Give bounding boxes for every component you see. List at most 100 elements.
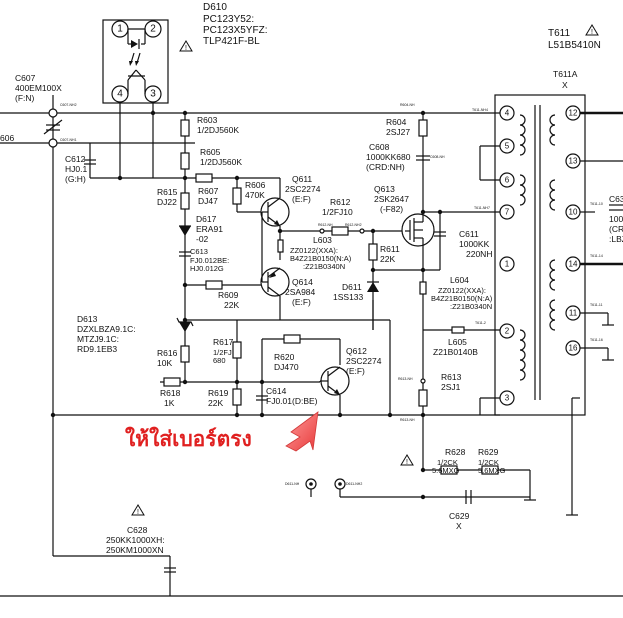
r607-val: DJ47: [198, 196, 218, 206]
test-point: [359, 228, 365, 234]
c628-sub: 250KM1000XN: [106, 545, 164, 555]
d617-ref: D617: [196, 214, 217, 224]
svg-text:D611-NH: D611-NH: [285, 482, 300, 486]
svg-text:T611-10: T611-10: [590, 202, 603, 206]
d613-sub2: RD9.1EB3: [77, 344, 117, 354]
c607-ref: C607: [15, 73, 36, 83]
c63x-sub2: :LBZ: [609, 234, 623, 244]
q613-ref: Q613: [374, 184, 395, 194]
c628-val: 250KK1000XH:: [106, 535, 165, 545]
d610-part-2: PC123X5YFZ:: [203, 25, 267, 36]
c63x-ref: C63: [609, 194, 623, 204]
t611-pin-label: 11: [569, 309, 578, 318]
r617-sub: 680: [213, 356, 226, 365]
warning-triangle-icon: !: [400, 454, 414, 466]
t611-pin-label: 14: [569, 260, 578, 269]
svg-text:C607-NH1: C607-NH1: [60, 138, 77, 142]
optocoupler-d610: 1 2 3 4: [102, 19, 169, 104]
c611-val: 1000KK: [459, 239, 490, 249]
q613-val: 2SK2647: [374, 194, 409, 204]
r629-ref: R629: [478, 447, 499, 457]
c608-sub: (CRD:NH): [366, 162, 405, 172]
c63x-sub: (CR: [609, 224, 623, 234]
q611-val: 2SC2274: [285, 184, 321, 194]
opto-pin-label-1: 1: [117, 24, 123, 35]
warning-triangle-icon: !: [585, 24, 599, 36]
r612-ref: R612: [330, 197, 351, 207]
t611a-label: T611A: [553, 69, 578, 79]
r606-val: 470K: [245, 190, 265, 200]
c613-sub: HJ0.012G: [190, 264, 224, 273]
d611-val: 1SS133: [333, 292, 364, 302]
svg-text:!: !: [137, 509, 139, 516]
r606-body: [232, 187, 242, 205]
l603-body: [277, 239, 284, 253]
t611-pin-label: 16: [569, 344, 578, 353]
opto-pin-label-4: 4: [117, 89, 123, 100]
r629-sub: 5.6MXG: [478, 466, 506, 475]
led-triangle-icon: [131, 40, 138, 48]
c613-ref: C613: [190, 247, 208, 256]
warning-triangle-icon: !: [131, 504, 145, 516]
q613-mosfet: [401, 213, 435, 247]
r617-val: 1/2FJ: [213, 348, 232, 357]
test-point: [319, 228, 325, 234]
r617-body: [232, 341, 242, 359]
c612-ref: C612: [65, 154, 86, 164]
r629-body: [481, 465, 499, 475]
q612-transistor: [320, 366, 350, 396]
q614-transistor: [260, 267, 290, 297]
c612-sub: (G:H): [65, 174, 86, 184]
r616-val: 10K: [157, 358, 172, 368]
r609-val: 22K: [224, 300, 239, 310]
l604-sub2: :Z21B0340N: [450, 302, 492, 311]
q611-sub: (E:F): [292, 194, 311, 204]
r611-body: [368, 243, 378, 261]
c612-val: HJ0.1: [65, 164, 87, 174]
r605-val: 1/2DJ560K: [200, 157, 242, 167]
t611-pin-label: 5: [505, 142, 510, 151]
r612-body: [331, 226, 349, 236]
t611-part: L51B5410N: [548, 40, 601, 51]
svg-text:T611-11: T611-11: [590, 303, 603, 307]
t611-ref: T611: [548, 28, 570, 39]
svg-text:C608-NH: C608-NH: [430, 155, 445, 159]
d617-sub: -02: [196, 234, 209, 244]
r619-body: [232, 388, 242, 406]
l603-sub: B4Z21B0150(N:A): [290, 254, 352, 263]
c606-ref: 606: [0, 133, 14, 143]
c628-ref: C628: [127, 525, 148, 535]
c613-val: FJ0.012BE:: [190, 256, 229, 265]
r603-ref: R603: [197, 115, 218, 125]
r603-body: [180, 119, 190, 137]
svg-text:!: !: [185, 45, 187, 52]
r615-val: DJ22: [157, 197, 177, 207]
q612-val: 2SC2274: [346, 356, 382, 366]
t611-pin-label: 12: [569, 109, 578, 118]
r607-body: [195, 173, 213, 183]
d613-ref: D613: [77, 314, 98, 324]
r607-ref: R607: [198, 186, 219, 196]
c608-val: 1000KK680: [366, 152, 411, 162]
r609-ref: R609: [218, 290, 239, 300]
q611-ref: Q611: [292, 174, 312, 184]
svg-text:R604-NH: R604-NH: [400, 103, 415, 107]
t611-pin-1: [499, 256, 515, 272]
d617-val: ERA91: [196, 224, 223, 234]
c611-ref: C611: [459, 229, 479, 239]
d613-sub: MTZJ9.1C:: [77, 334, 119, 344]
t611-pin-2: [499, 323, 515, 339]
r613-body: [418, 389, 428, 407]
svg-text:T611-NH4: T611-NH4: [472, 108, 488, 112]
t611-pin-label: 1: [505, 260, 510, 269]
l604-val: ZZ0122(XXA):: [438, 286, 486, 295]
r606-ref: R606: [245, 180, 266, 190]
annotation-arrow-icon: [285, 411, 319, 452]
r620-val: DJ470: [274, 362, 299, 372]
r604-body: [418, 119, 428, 137]
annotation-note: ให้ใส่เบอร์ตรง: [125, 426, 252, 451]
r619-val: 22K: [208, 398, 223, 408]
svg-text:T611-NH7: T611-NH7: [474, 206, 490, 210]
transformer-t611: 4 5 6 7 1 2 3 12 13 10 14 11 16: [494, 94, 586, 416]
r628-val: 1/2CK: [437, 458, 458, 467]
